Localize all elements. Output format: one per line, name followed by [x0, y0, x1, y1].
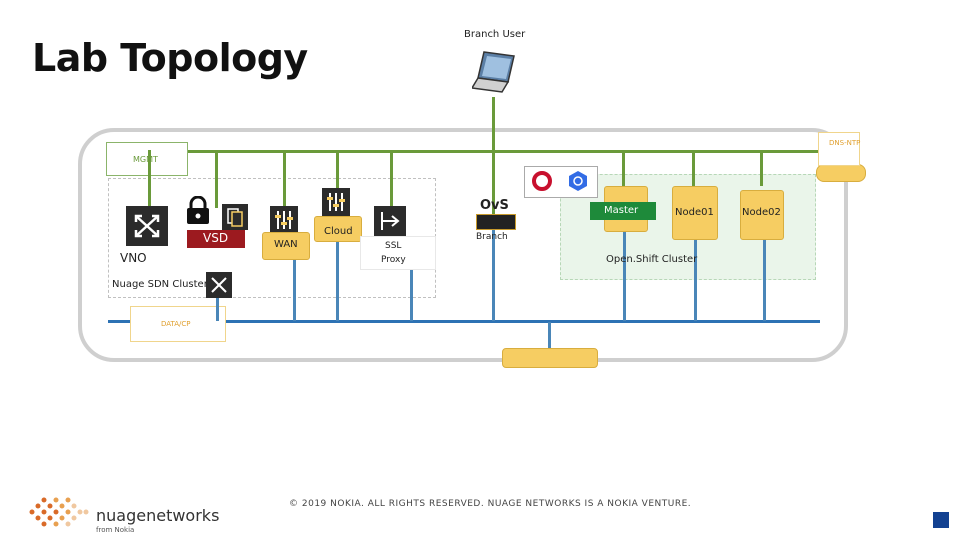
ssl-proxy-data-link: [410, 262, 413, 321]
dns-ntp-label: DNS-NTP: [829, 139, 861, 147]
node02-data-link: [763, 238, 766, 321]
cloud-mgmt-link: [336, 150, 339, 190]
wan-data-link: [293, 258, 296, 321]
vno-label: VNO: [120, 251, 147, 265]
node02-label: Node02: [742, 207, 781, 218]
node01-data-link: [694, 238, 697, 321]
wan-mgmt-link: [283, 150, 286, 208]
data-network-node-link: [548, 322, 551, 348]
laptop-icon: [472, 51, 515, 93]
page-title: Lab Topology: [32, 36, 308, 80]
wan-label: WAN: [274, 239, 298, 250]
logo-wordmark: nuagenetworks: [96, 506, 220, 525]
data-cp-label: DATA/CP: [161, 320, 191, 328]
master-label: Master: [604, 205, 639, 216]
openshift-icon: [532, 171, 552, 191]
data-network-line: [108, 320, 820, 323]
vsd-mgmt-link: [215, 150, 218, 208]
vsd-label: VSD: [203, 231, 229, 245]
branch-user-label: Branch User: [464, 29, 526, 40]
kubernetes-icon: [569, 171, 587, 191]
vno-switch: [126, 206, 168, 246]
node01-label: Node01: [675, 207, 714, 218]
master-box: Master: [590, 202, 656, 220]
proxy-label: Proxy: [381, 255, 406, 265]
vno-box: VNO: [112, 250, 174, 268]
master-data-link: [623, 230, 626, 321]
ssl-proxy-box: SSL Proxy: [360, 236, 436, 270]
split-arrow-icon: [381, 212, 400, 230]
nuage-cluster-label: Nuage SDN Cluster: [112, 279, 208, 290]
mgmt-label: MGMT: [133, 155, 158, 164]
cross-arrows-icon: [211, 277, 227, 293]
cloud-box: Cloud: [314, 216, 362, 242]
lock-icon: [187, 196, 209, 224]
nuage-logo-icon: [29, 497, 89, 527]
branch-gateway: [476, 214, 516, 230]
documents-icon: [227, 208, 243, 227]
dns-ntp-server: [816, 164, 866, 182]
ssl-proxy-device: [374, 206, 406, 236]
sliders-icon: [327, 193, 345, 211]
data-network-node: [502, 348, 598, 368]
nuage-data-link: [216, 285, 219, 321]
lab-network-region: [78, 128, 848, 362]
ssl-proxy-mgmt-link: [390, 150, 393, 208]
vno-mgmt-link: [148, 150, 151, 206]
vrs-switch: [206, 272, 232, 298]
branch-user-link: [492, 97, 495, 217]
logo-subtitle: from Nokia: [96, 526, 135, 534]
node01-mgmt-link: [692, 150, 695, 186]
dns-ntp-box: DNS-NTP: [818, 132, 860, 166]
node01: Node01: [672, 186, 718, 240]
wan-box: WAN: [262, 232, 310, 260]
vsd-server: [222, 204, 248, 230]
cloud-label: Cloud: [324, 226, 353, 237]
copyright-footer: © 2019 NOKIA. ALL RIGHTS RESERVED. NUAGE…: [289, 499, 692, 509]
cross-arrows-icon: [134, 214, 160, 238]
data-cp-box: DATA/CP: [130, 306, 226, 342]
ovs-logo: OvS: [480, 198, 509, 213]
master-mgmt-link: [622, 150, 625, 186]
mgmt-network-line: [108, 150, 824, 153]
node02: Node02: [740, 190, 784, 240]
sliders-icon: [275, 211, 293, 229]
branch-label: Branch: [476, 232, 508, 242]
vsd-box: VSD: [187, 230, 245, 248]
cloud-router: [322, 188, 350, 216]
cloud-data-link: [336, 240, 339, 321]
openshift-cluster-label: Open.Shift Cluster: [606, 254, 698, 265]
corner-marker: [933, 512, 949, 528]
ssl-label: SSL: [385, 241, 402, 251]
openshift-logo-box: [524, 166, 598, 198]
mgmt-box: MGMT: [106, 142, 188, 176]
wan-router: [270, 206, 298, 234]
branch-data-link: [492, 228, 495, 321]
node02-mgmt-link: [760, 150, 763, 186]
